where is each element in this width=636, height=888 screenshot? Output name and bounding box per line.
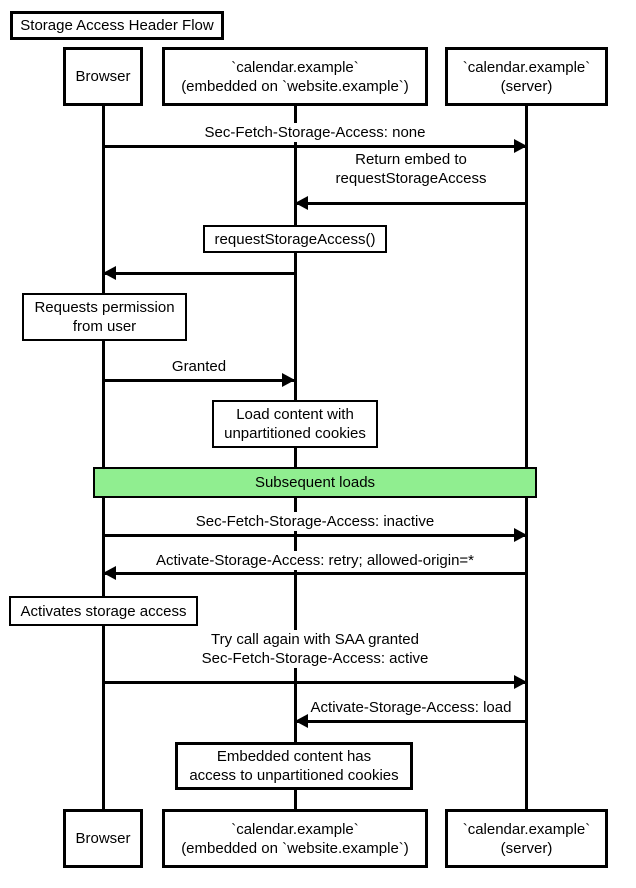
message-line-try-call-again	[103, 681, 527, 684]
lifeline-embedded	[294, 106, 297, 809]
note-load-content: Load content with unpartitioned cookies	[212, 400, 378, 448]
subsequent-loads-band: Subsequent loads	[93, 467, 537, 498]
message-line-granted	[103, 379, 295, 382]
message-line-embedded-to-browser	[103, 272, 295, 275]
arrowhead-right-icon	[514, 139, 527, 153]
actor-server-top: `calendar.example` (server)	[445, 47, 608, 106]
actor-browser-top: Browser	[63, 47, 143, 106]
actor-server-bottom: `calendar.example` (server)	[445, 809, 608, 868]
message-line-sec-fetch-none	[103, 145, 527, 148]
message-line-return-embed	[295, 202, 527, 205]
note-requests-permission: Requests permission from user	[22, 293, 187, 341]
arrowhead-left-icon	[295, 196, 308, 210]
message-line-sec-fetch-inactive	[103, 534, 527, 537]
message-label-granted: Granted	[168, 357, 230, 376]
message-label-return-embed: Return embed to requestStorageAccess	[332, 150, 490, 188]
message-label-try-call-again: Try call again with SAA granted Sec-Fetc…	[198, 630, 432, 668]
message-line-activate-retry	[103, 572, 527, 575]
band-label: Subsequent loads	[254, 474, 376, 491]
note-embedded-access: Embedded content has access to unpartiti…	[175, 742, 413, 790]
arrowhead-right-icon	[514, 675, 527, 689]
message-label-activate-retry: Activate-Storage-Access: retry; allowed-…	[152, 551, 478, 570]
arrowhead-left-icon	[295, 714, 308, 728]
message-label-activate-load: Activate-Storage-Access: load	[307, 698, 515, 717]
actor-browser-bottom: Browser	[63, 809, 143, 868]
actor-embedded-top: `calendar.example` (embedded on `website…	[162, 47, 428, 106]
note-activates-storage: Activates storage access	[9, 596, 198, 626]
lifeline-server	[525, 106, 528, 809]
lifeline-browser	[102, 106, 105, 809]
message-line-activate-load	[295, 720, 527, 723]
arrowhead-left-icon	[103, 266, 116, 280]
message-label-sec-fetch-none: Sec-Fetch-Storage-Access: none	[201, 123, 429, 142]
message-label-sec-fetch-inactive: Sec-Fetch-Storage-Access: inactive	[192, 512, 438, 531]
diagram-title-box: Storage Access Header Flow	[10, 11, 224, 40]
arrowhead-right-icon	[514, 528, 527, 542]
arrowhead-right-icon	[282, 373, 295, 387]
diagram-title: Storage Access Header Flow	[20, 17, 214, 34]
arrowhead-left-icon	[103, 566, 116, 580]
note-request-storage-access: requestStorageAccess()	[203, 225, 387, 253]
actor-embedded-bottom: `calendar.example` (embedded on `website…	[162, 809, 428, 868]
